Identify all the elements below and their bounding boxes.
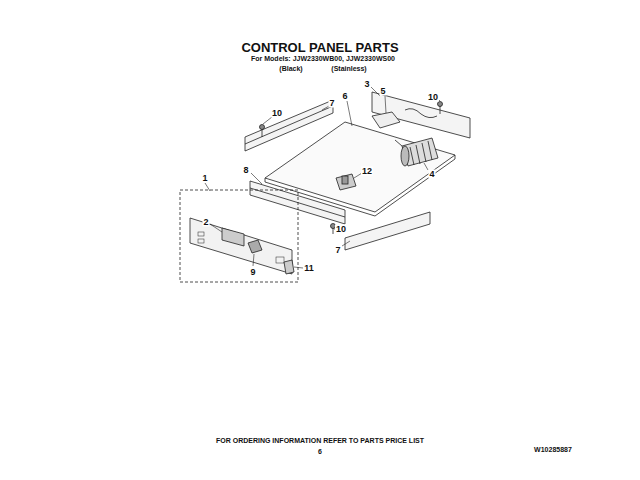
trim-edge: [250, 188, 345, 217]
callout-number: 12: [361, 167, 373, 176]
screw: [438, 102, 443, 115]
callout-number: 2: [202, 218, 209, 227]
rail-edge: [245, 106, 333, 144]
callout-number: 4: [428, 170, 435, 179]
page-number: 6: [318, 448, 322, 455]
clip: [284, 260, 294, 274]
callout-number: 1: [201, 174, 208, 183]
bracket: [372, 112, 400, 128]
bracket: [372, 92, 470, 138]
callout-number: 9: [249, 268, 256, 277]
model-line: For Models: JJW2330WB00, JJW2330WS00: [251, 55, 395, 62]
diagram-title: CONTROL PANEL PARTS: [241, 41, 398, 54]
callout-number: 3: [363, 80, 370, 89]
callout-number: 10: [427, 93, 439, 102]
callout-number: 11: [303, 264, 315, 273]
board: [222, 228, 244, 246]
assembly-box: [180, 190, 298, 282]
callout-number: 5: [379, 87, 386, 96]
rail: [345, 212, 430, 250]
color-note: (Black): [279, 65, 302, 72]
callout-number: 7: [328, 99, 335, 108]
bracket-slot: [405, 109, 437, 118]
footer-note: FOR ORDERING INFORMATION REFER TO PARTS …: [216, 437, 424, 444]
callout-number: 6: [341, 92, 348, 101]
control-panel: [190, 218, 292, 274]
callout-number: 10: [271, 109, 283, 118]
callout-number: 8: [242, 166, 249, 175]
screw: [260, 125, 265, 138]
callout-number: 10: [335, 225, 347, 234]
callout-number: 7: [334, 246, 341, 255]
leader-lines: [205, 87, 440, 268]
trim: [250, 181, 345, 224]
rail: [245, 100, 333, 151]
color-note: (Stainless): [331, 65, 366, 72]
blower: [395, 138, 438, 166]
keypad: [248, 240, 262, 253]
relay: [336, 174, 356, 190]
document-number: W10285887: [534, 446, 572, 453]
